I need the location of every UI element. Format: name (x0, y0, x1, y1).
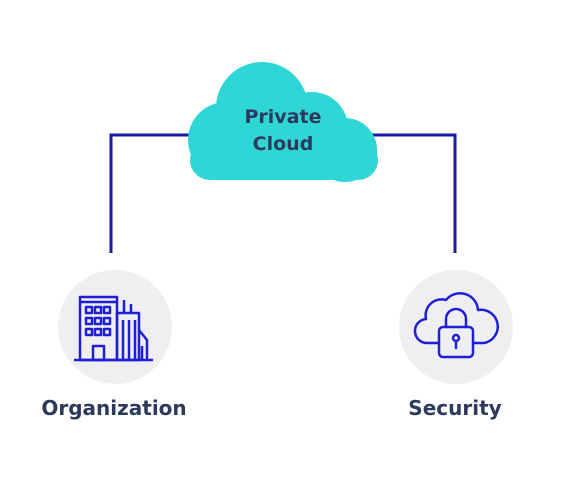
organization-node-circle (58, 270, 172, 384)
connector-lines (109, 133, 457, 253)
cloud-label-line2: Cloud (252, 133, 314, 155)
connector-left (109, 133, 196, 253)
connector-right (372, 133, 457, 253)
organization-label: Organization (41, 396, 187, 420)
cloud-lock-icon (413, 292, 500, 359)
security-label: Security (408, 396, 502, 420)
private-cloud-shape (188, 62, 378, 182)
cloud-label-line1: Private (244, 106, 322, 128)
office-building-icon (74, 295, 153, 362)
private-cloud-label: Private Cloud (193, 104, 373, 158)
